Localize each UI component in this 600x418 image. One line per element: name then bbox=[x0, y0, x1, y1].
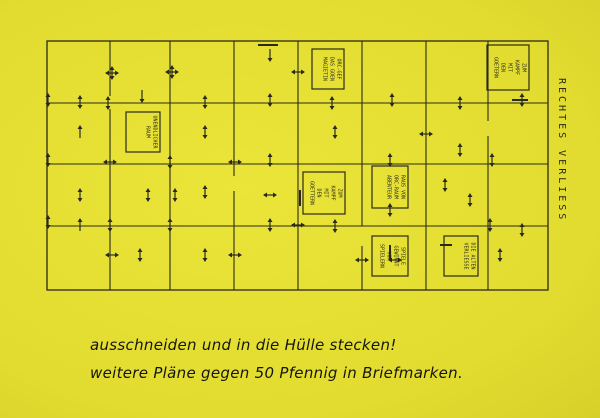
direction-arrow bbox=[105, 96, 111, 110]
direction-arrow bbox=[419, 131, 433, 137]
direction-arrow bbox=[263, 192, 277, 198]
direction-arrow bbox=[519, 93, 525, 107]
direction-arrow bbox=[519, 223, 525, 237]
room-label-line: VOR bbox=[386, 251, 392, 261]
room-label-line: DIE ALTEN bbox=[470, 242, 476, 269]
direction-arrow bbox=[387, 203, 393, 217]
room-box bbox=[371, 165, 409, 209]
room-label-line: ORC-GEF bbox=[336, 58, 342, 79]
room-box bbox=[302, 171, 346, 215]
room-label-line: UNENDLICHER bbox=[152, 115, 158, 149]
direction-arrow bbox=[267, 49, 273, 62]
direction-arrow bbox=[45, 153, 51, 167]
direction-arrow bbox=[457, 143, 463, 157]
direction-arrow bbox=[77, 188, 83, 202]
direction-arrow bbox=[45, 215, 51, 229]
direction-arrow bbox=[228, 252, 242, 258]
direction-arrow bbox=[77, 218, 83, 231]
direction-arrow bbox=[107, 218, 113, 232]
direction-arrow bbox=[167, 218, 173, 232]
room-label-line: MIT bbox=[507, 63, 513, 72]
direction-arrow bbox=[103, 159, 117, 165]
direction-arrow bbox=[105, 252, 119, 258]
direction-arrow bbox=[167, 155, 173, 169]
direction-arrow bbox=[139, 90, 145, 103]
direction-arrow bbox=[389, 93, 395, 107]
direction-arrow bbox=[291, 222, 305, 228]
room-box bbox=[371, 235, 409, 277]
direction-arrow bbox=[202, 95, 208, 109]
direction-arrow bbox=[45, 93, 51, 107]
room-label-line: ZUM bbox=[337, 188, 343, 197]
direction-arrow bbox=[291, 69, 305, 75]
direction-arrow bbox=[388, 257, 402, 263]
room-label-line: MIT bbox=[323, 188, 329, 197]
room-label-line: MAGIETIN bbox=[322, 57, 328, 81]
direction-arrow bbox=[202, 185, 208, 199]
room-label-line: DEN bbox=[500, 63, 506, 72]
room-label-line: DAS GOEN bbox=[329, 57, 335, 81]
room-box bbox=[125, 111, 161, 153]
room-label-line: ZUM bbox=[521, 63, 527, 72]
room-box bbox=[443, 235, 479, 277]
direction-arrows bbox=[45, 49, 525, 263]
direction-arrow bbox=[137, 248, 143, 262]
direction-arrow bbox=[267, 153, 273, 167]
direction-arrow bbox=[329, 96, 335, 110]
room-label-line: RAUM bbox=[145, 126, 151, 138]
room-label-line: ABENTEUR bbox=[386, 175, 392, 200]
direction-arrow bbox=[228, 159, 242, 165]
direction-arrow bbox=[497, 248, 503, 262]
direction-arrow bbox=[145, 188, 151, 202]
room-label-line: SPIELERN bbox=[379, 244, 385, 268]
room-label-line: KAMPF bbox=[514, 60, 520, 75]
map-title: RECHTES VERLIESS bbox=[556, 78, 567, 223]
room-label-line: RAUS VON bbox=[400, 175, 406, 199]
direction-arrow bbox=[77, 125, 83, 138]
direction-arrow bbox=[165, 65, 179, 79]
room-box bbox=[311, 48, 345, 90]
direction-arrow bbox=[332, 219, 338, 233]
direction-arrow bbox=[442, 178, 448, 192]
room-label-line: ORC-RAUM bbox=[393, 175, 399, 199]
caption-more-plans: weitere Pläne gegen 50 Pfennig in Briefm… bbox=[90, 364, 464, 382]
direction-arrow bbox=[77, 95, 83, 109]
room-label-line: GEWINNT bbox=[393, 245, 399, 266]
direction-arrow bbox=[202, 125, 208, 139]
room-label-line: KAMPF bbox=[330, 185, 336, 200]
direction-arrow bbox=[387, 153, 393, 167]
direction-arrow bbox=[489, 153, 495, 167]
direction-arrow bbox=[355, 257, 369, 263]
direction-arrow bbox=[202, 248, 208, 262]
room-label-line: SPIELE bbox=[400, 247, 406, 265]
direction-arrow bbox=[332, 125, 338, 139]
direction-arrow bbox=[457, 96, 463, 110]
direction-arrow bbox=[487, 218, 493, 232]
room-label-line: GOETTERN bbox=[309, 181, 315, 205]
room-label-line: VERLIESSE bbox=[463, 242, 469, 269]
map-grid bbox=[46, 40, 549, 291]
room-box bbox=[486, 44, 530, 91]
door-marks bbox=[258, 44, 528, 259]
direction-arrow bbox=[267, 93, 273, 107]
direction-arrow bbox=[105, 66, 119, 80]
room-label-line: GOETERN bbox=[493, 57, 499, 78]
room-label-line: DEN bbox=[316, 188, 322, 197]
direction-arrow bbox=[467, 193, 473, 207]
caption-cut-out: ausschneiden und in die Hülle stecken! bbox=[90, 336, 397, 354]
direction-arrow bbox=[172, 188, 178, 202]
direction-arrow bbox=[267, 218, 273, 232]
